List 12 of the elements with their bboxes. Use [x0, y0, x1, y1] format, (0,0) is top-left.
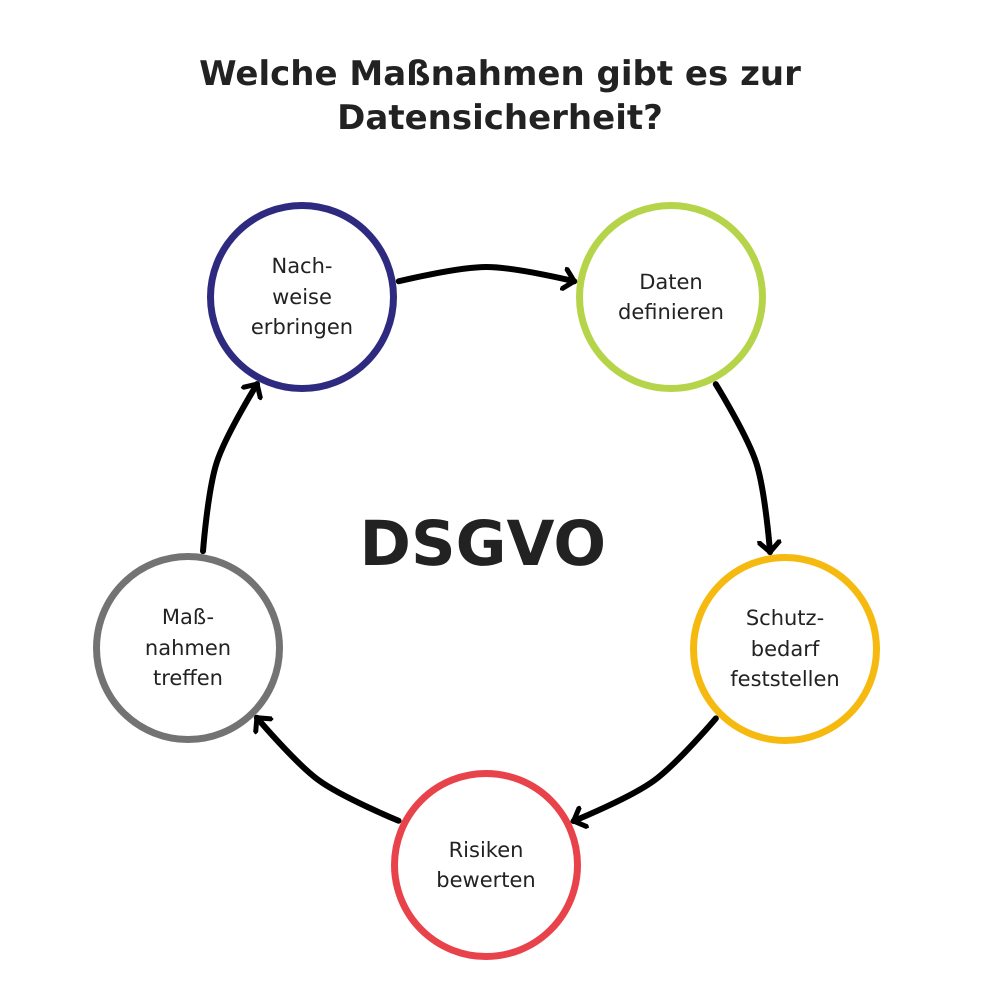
curved-arrow [396, 264, 578, 292]
center-heading: DSGVO [360, 506, 606, 580]
title: Welche Maßnahmen gibt es zur Datensicherheit? [198, 53, 802, 140]
step-label: Daten definieren [618, 268, 724, 326]
curved-arrow [570, 715, 719, 829]
curved-arrow [712, 381, 782, 556]
step-label: Schutz- bedarf feststellen [730, 605, 840, 694]
curved-arrow [200, 381, 263, 554]
curved-arrow [253, 714, 402, 824]
step-label: Nach- weise erbringen [250, 253, 354, 342]
step-label: Risiken bewerten [436, 836, 536, 894]
step-label: Maß- nahmen treffen [144, 604, 232, 692]
